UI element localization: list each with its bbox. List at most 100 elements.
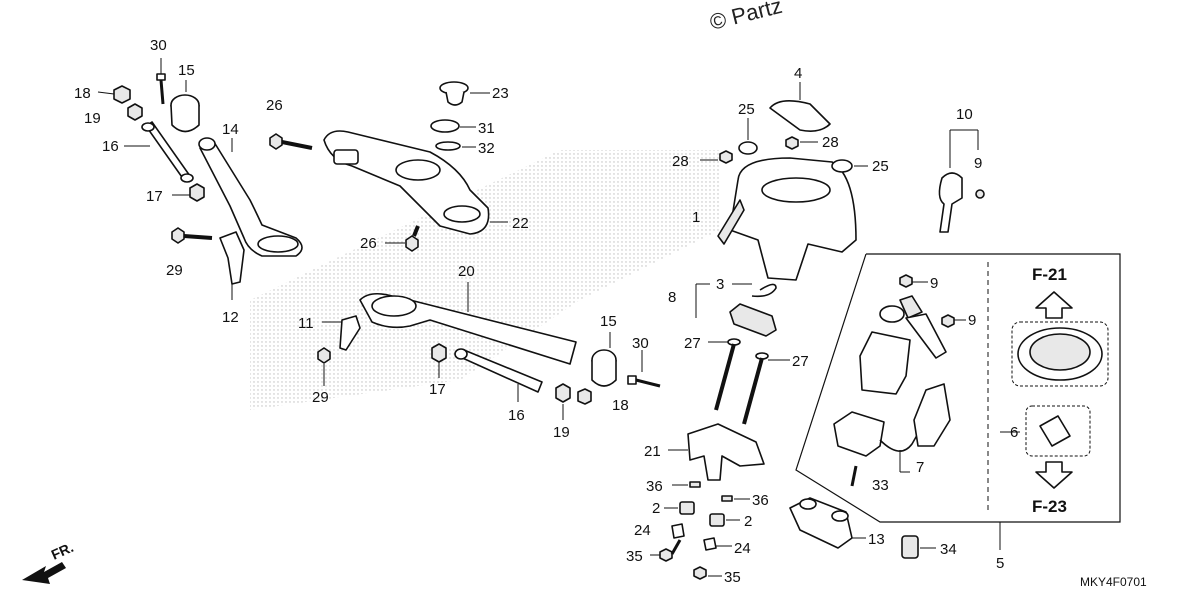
watermark-text: © Partz bbox=[707, 0, 785, 35]
callout-32: 32 bbox=[478, 140, 495, 157]
nut-9-right bbox=[941, 314, 966, 328]
arrow-down-icon bbox=[1035, 461, 1073, 489]
callout-7: 7 bbox=[916, 459, 924, 476]
handlebar-20-right bbox=[359, 282, 577, 365]
callout-29: 29 bbox=[312, 389, 329, 406]
pivot-pin-16-right bbox=[454, 348, 543, 402]
callout-36: 36 bbox=[646, 478, 663, 495]
callout-8: 8 bbox=[668, 289, 676, 306]
spring-2-left bbox=[664, 501, 695, 515]
callout-30: 30 bbox=[150, 37, 167, 54]
bolt-35-left bbox=[650, 539, 682, 562]
bracket-8-indicator bbox=[695, 283, 710, 318]
emblem-4 bbox=[769, 82, 831, 132]
clip-3 bbox=[732, 283, 777, 298]
bolt-27-left bbox=[708, 338, 741, 411]
collar-17-left bbox=[172, 183, 205, 202]
cover-1 bbox=[717, 157, 857, 281]
front-arrow-icon bbox=[22, 562, 66, 584]
callout-labels: 30 15 18 19 14 16 17 29 12 26 23 31 32 2… bbox=[74, 37, 1018, 586]
nut-9-upper bbox=[899, 274, 928, 288]
front-marker-label: FR. bbox=[49, 539, 76, 563]
key-10 bbox=[938, 129, 985, 233]
callout-18: 18 bbox=[74, 85, 91, 102]
rubber-bushing-15-right bbox=[591, 332, 617, 387]
callout-1: 1 bbox=[692, 209, 700, 226]
grommet-25-right bbox=[831, 159, 868, 173]
callout-17: 17 bbox=[146, 188, 163, 205]
washer-32 bbox=[435, 141, 476, 151]
callout-28: 28 bbox=[822, 134, 839, 151]
pin-36-right bbox=[721, 495, 750, 502]
nut-18-left bbox=[97, 85, 131, 104]
fuel-cap-assembly bbox=[1011, 321, 1109, 387]
callout-25: 25 bbox=[738, 101, 755, 118]
bolt-29-left bbox=[171, 227, 213, 244]
callout-15: 15 bbox=[178, 62, 195, 79]
left-handlebar-group bbox=[97, 58, 313, 300]
callout-3: 3 bbox=[716, 276, 724, 293]
callout-13: 13 bbox=[868, 531, 885, 548]
spring-2-right bbox=[709, 513, 740, 527]
callout-11: 11 bbox=[298, 315, 314, 332]
pin-36-left bbox=[672, 481, 701, 488]
diagram-code: MKY4F0701 bbox=[1080, 575, 1147, 589]
callout-30: 30 bbox=[632, 335, 649, 352]
screw-28-right bbox=[785, 136, 818, 150]
callout-18: 18 bbox=[612, 397, 629, 414]
callout-14: 14 bbox=[222, 121, 239, 138]
callout-17: 17 bbox=[429, 381, 446, 398]
callout-24: 24 bbox=[734, 540, 751, 557]
cap-23 bbox=[439, 81, 490, 106]
callout-29: 29 bbox=[166, 262, 183, 279]
callout-5: 5 bbox=[996, 555, 1004, 572]
washer-31 bbox=[430, 119, 476, 133]
callout-16: 16 bbox=[102, 138, 119, 155]
washer-19-left bbox=[127, 103, 143, 121]
callout-27: 27 bbox=[684, 335, 701, 352]
arrow-up-icon bbox=[1035, 291, 1073, 319]
callout-22: 22 bbox=[512, 215, 529, 232]
callout-9: 9 bbox=[974, 155, 982, 172]
callout-35: 35 bbox=[626, 548, 643, 565]
bolt-30-top-left bbox=[156, 58, 166, 105]
callout-2: 2 bbox=[744, 513, 752, 530]
handlebar-14 bbox=[198, 137, 303, 257]
bolt-26-lower bbox=[385, 225, 420, 252]
bolt-26-upper bbox=[269, 133, 313, 150]
callout-19: 19 bbox=[553, 424, 570, 441]
bolt-35-right bbox=[693, 566, 722, 580]
callout-27: 27 bbox=[792, 353, 809, 370]
rubber-bushing-15-left bbox=[170, 80, 200, 133]
callout-15: 15 bbox=[600, 313, 617, 330]
callout-23: 23 bbox=[492, 85, 509, 102]
washer-19-right bbox=[555, 383, 592, 420]
callout-9: 9 bbox=[930, 275, 938, 292]
callout-2: 2 bbox=[652, 500, 660, 517]
callout-10: 10 bbox=[956, 106, 973, 123]
ignition-kit-frame-5 bbox=[795, 253, 1121, 550]
callout-35: 35 bbox=[724, 569, 741, 586]
collar-24-right bbox=[703, 537, 732, 551]
callout-4: 4 bbox=[794, 65, 802, 82]
callout-28: 28 bbox=[672, 153, 689, 170]
callout-19: 19 bbox=[84, 110, 101, 127]
pivot-pin-16-left bbox=[124, 121, 194, 183]
screw-28-left bbox=[700, 150, 733, 164]
collar-17-right bbox=[431, 343, 447, 378]
seat-lock-6 bbox=[1000, 405, 1091, 457]
callout-20: 20 bbox=[458, 263, 475, 280]
reference-down-label: F-23 bbox=[1032, 497, 1067, 516]
callout-12: 12 bbox=[222, 309, 239, 326]
bolt-29-right bbox=[317, 347, 331, 386]
plate-13 bbox=[789, 497, 866, 549]
bolt-30-right bbox=[627, 350, 661, 388]
callout-36: 36 bbox=[752, 492, 769, 509]
bracket-12 bbox=[219, 231, 245, 300]
bolt-27-right bbox=[742, 352, 790, 425]
screw-33 bbox=[850, 465, 858, 487]
collar-24-left bbox=[671, 523, 685, 539]
callout-31: 31 bbox=[478, 120, 495, 137]
grommet-25-left bbox=[738, 118, 758, 155]
